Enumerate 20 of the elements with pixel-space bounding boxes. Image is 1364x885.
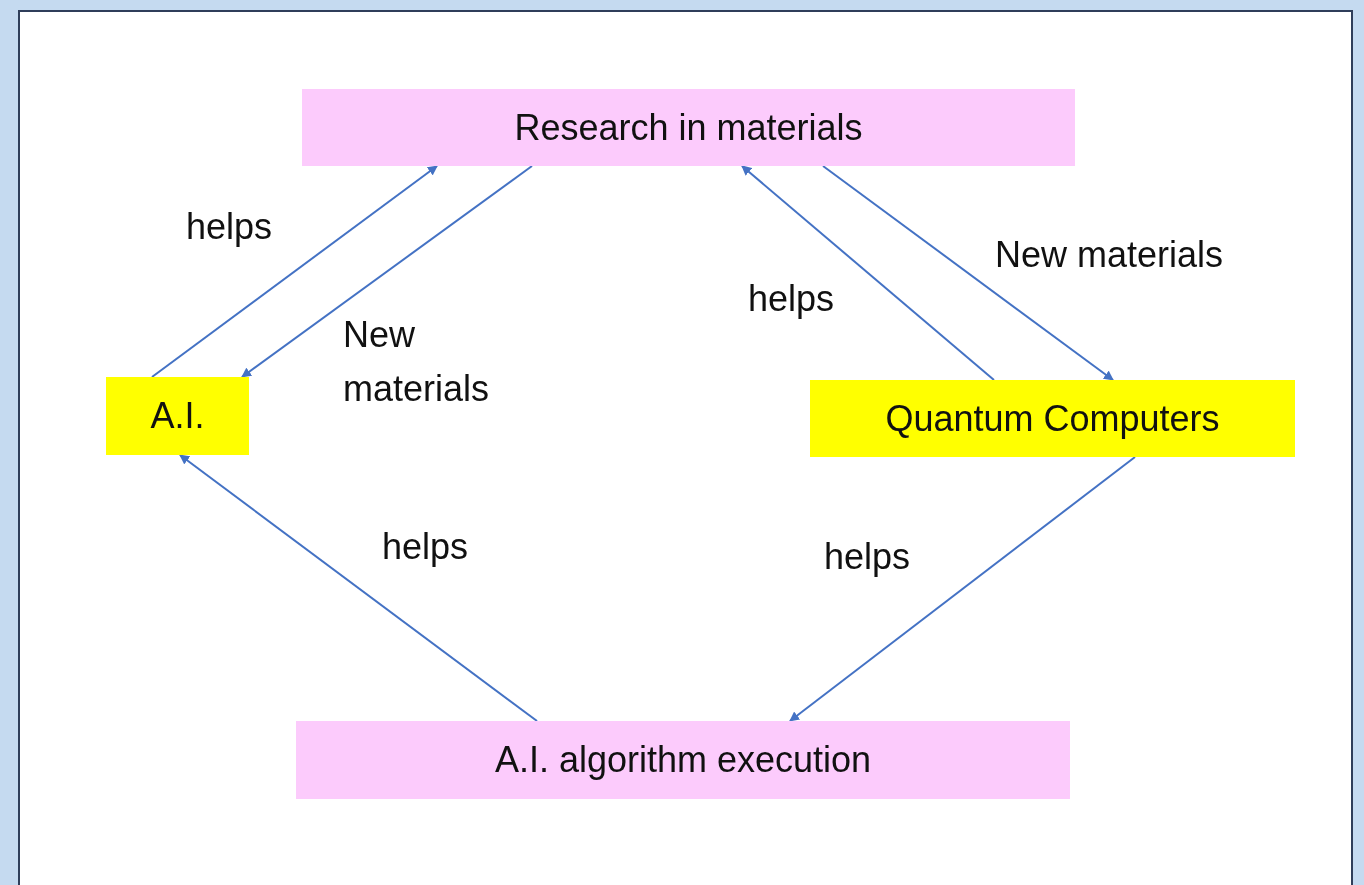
edge-label: New materials	[343, 313, 491, 411]
arrow	[151, 165, 438, 378]
edge-label: helps	[748, 277, 836, 321]
edge-label: helps	[382, 525, 470, 569]
arrow	[741, 165, 995, 381]
node-label: A.I.	[150, 395, 205, 437]
node-label: Research in materials	[514, 106, 863, 149]
process-box	[302, 89, 1075, 166]
edge-label: helps	[824, 535, 912, 579]
arrow	[822, 165, 1114, 381]
node-label: A.I. algorithm execution	[494, 739, 872, 781]
process-box	[106, 377, 249, 455]
edge-label: helps	[186, 205, 274, 249]
node-label: Quantum Computers	[885, 397, 1220, 440]
process-box	[296, 721, 1070, 799]
arrow	[241, 165, 533, 378]
arrow	[179, 454, 538, 722]
arrow	[789, 456, 1136, 722]
edge-label: New materials	[995, 233, 1225, 277]
process-box	[810, 380, 1295, 457]
